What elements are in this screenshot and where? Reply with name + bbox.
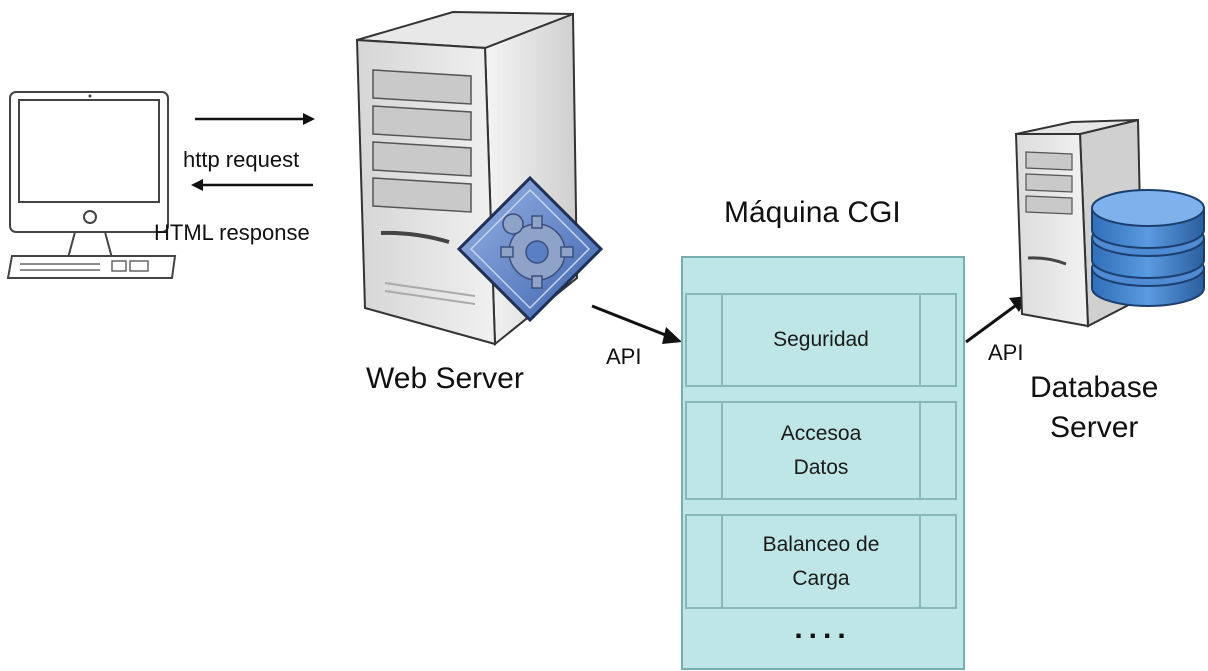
api-right-label: API [988, 340, 1024, 365]
http-arrows [191, 113, 315, 191]
cgi-title: Máquina CGI [724, 196, 901, 229]
more-modules-ellipsis: .... [794, 612, 852, 645]
web-server-label: Web Server [366, 362, 524, 395]
database-server-icon [1014, 118, 1205, 328]
desktop-computer-icon [6, 91, 177, 279]
cgi-module-seguridad: Seguridad [685, 293, 957, 387]
module-label: Accesoa Datos [780, 421, 862, 479]
api-arrow-left [591, 304, 682, 344]
module-label: Seguridad [773, 328, 869, 351]
http-request-label: http request [183, 147, 300, 172]
cgi-module-acceso-datos: Accesoa Datos [685, 401, 957, 500]
database-server-label: Database Server [1030, 371, 1159, 444]
cgi-module-balanceo-carga: Balanceo de Carga [685, 514, 957, 609]
gear-diamond-icon [456, 175, 604, 323]
api-left-label: API [606, 344, 642, 369]
module-label: Balanceo de Carga [762, 532, 880, 590]
html-response-label: HTML response [154, 220, 310, 245]
